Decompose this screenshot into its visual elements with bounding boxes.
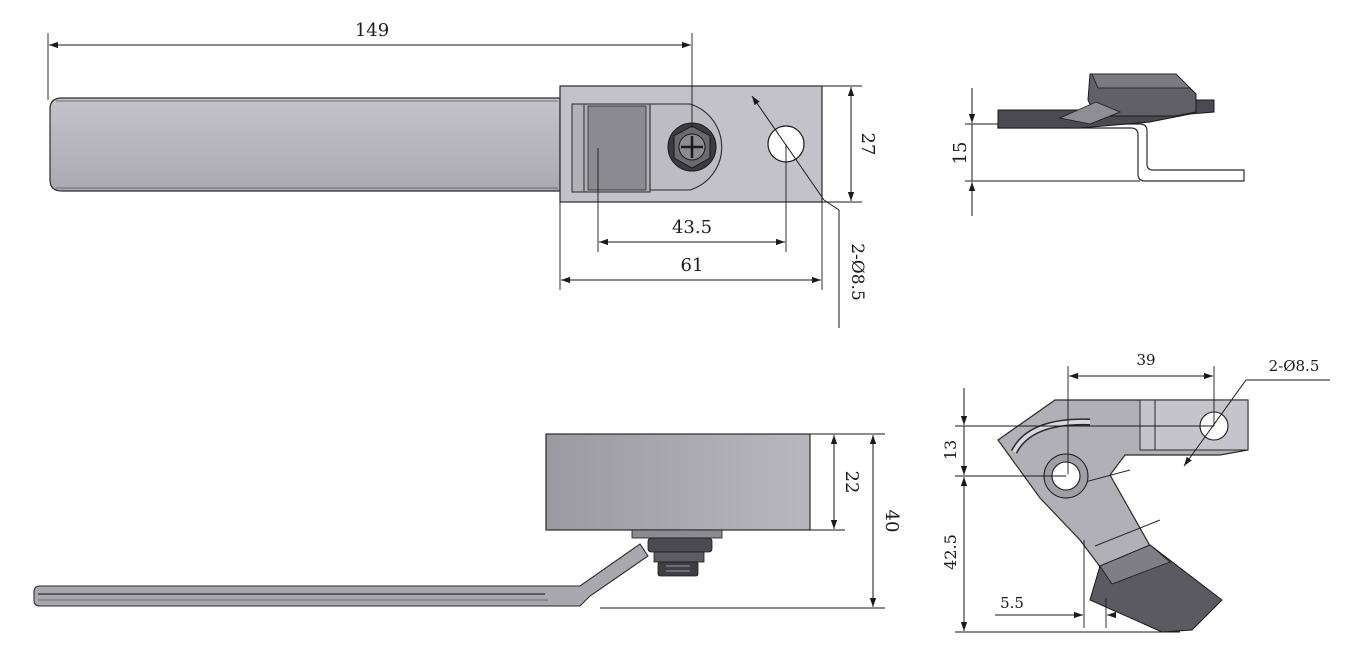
body-block <box>545 433 811 531</box>
dim-label-holes-iso: 2-Ø8.5 <box>1269 357 1320 375</box>
dim-label-hole-span: 43.5 <box>672 217 712 238</box>
grip-ramp <box>1058 101 1122 125</box>
iso-view: 39 2-Ø8.5 13 42.5 5.5 <box>941 351 1330 633</box>
screw-stack-icon <box>631 529 723 577</box>
dim-label-body-height: 22 <box>841 471 862 494</box>
hinge-dark-face <box>587 105 647 191</box>
dim-label-iso-width: 39 <box>1136 351 1155 369</box>
dim-label-total-length: 149 <box>355 20 389 41</box>
handle-bar-side <box>33 543 649 607</box>
bracket-profile <box>997 123 1245 182</box>
hole-leader <box>751 95 825 201</box>
top-view: 149 27 43.5 61 2-Ø8.5 <box>47 20 878 328</box>
screw-icon <box>667 122 717 172</box>
dim-label-holes-top: 2-Ø8.5 <box>847 243 867 301</box>
dim-label-total-height: 40 <box>881 510 902 533</box>
side-view: 15 <box>950 73 1245 216</box>
plate-tab <box>1139 399 1249 451</box>
dim-label-side-height: 15 <box>950 142 971 165</box>
dim-label-height: 27 <box>857 133 878 156</box>
front-view: 22 40 <box>33 433 902 609</box>
handle-plate <box>49 97 561 192</box>
grip-top-face <box>1091 73 1191 89</box>
dim-label-base-length: 61 <box>681 255 704 276</box>
dim-label-offset: 5.5 <box>1000 594 1024 612</box>
dim-label-lower: 42.5 <box>941 534 960 570</box>
dim-label-upper: 13 <box>941 440 960 460</box>
hole-leader-iso <box>1183 379 1247 467</box>
